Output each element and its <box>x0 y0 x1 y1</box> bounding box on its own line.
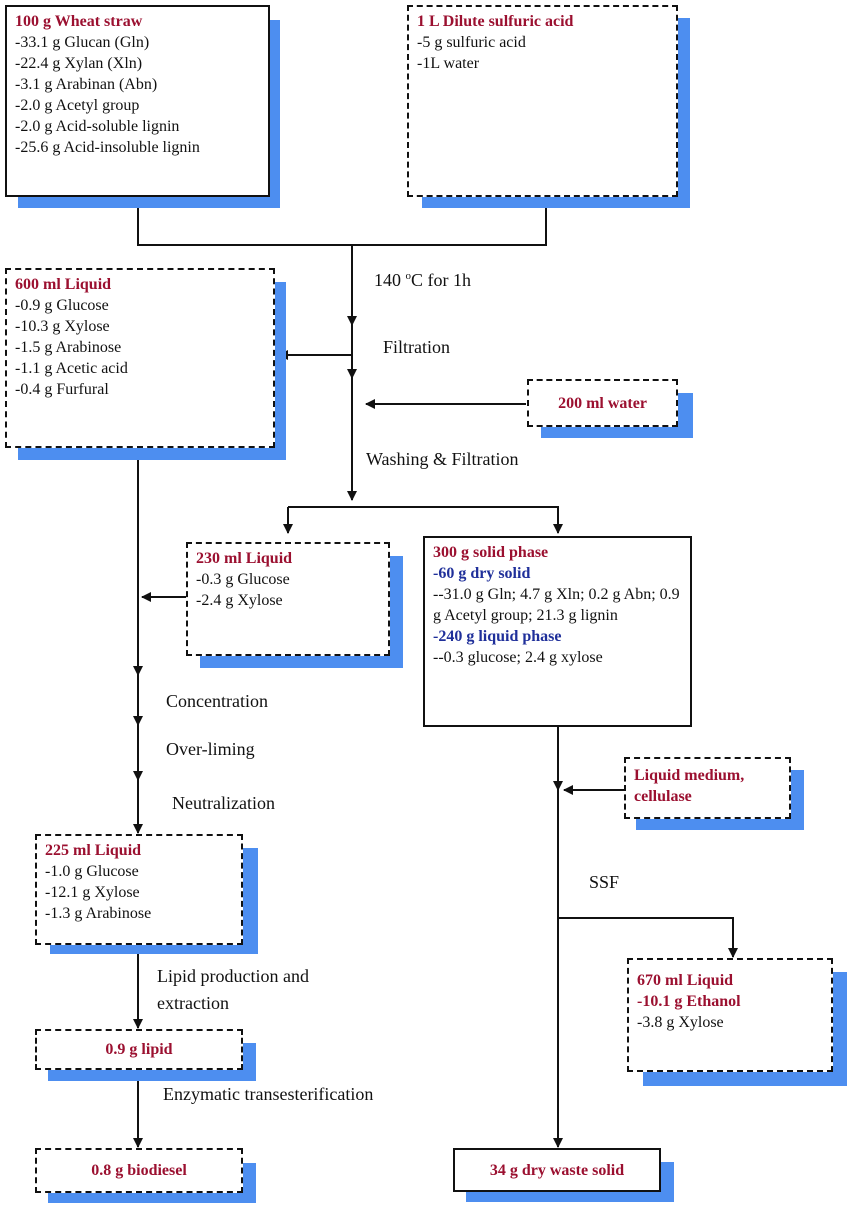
step-overliming: Over-liming <box>166 739 255 759</box>
liquid-600-box: 600 ml Liquid -0.9 g Glucose -10.3 g Xyl… <box>5 268 275 448</box>
dilute-acid-box: 1 L Dilute sulfuric acid -5 g sulfuric a… <box>407 5 678 197</box>
pretreatment-suffix: C for 1h <box>411 270 471 290</box>
step-concentration: Concentration <box>166 691 268 711</box>
wheat-straw-title: 100 g Wheat straw <box>15 13 143 30</box>
liquid-225-item: -12.1 g Xylose <box>45 884 140 901</box>
dilute-acid-item: -1L water <box>417 55 480 72</box>
liquid-225-item: -1.3 g Arabinose <box>45 905 152 922</box>
connector-feed-join <box>137 196 547 246</box>
wheat-straw-item: -2.0 g Acid-soluble lignin <box>15 118 180 135</box>
liquid-600-item: -0.4 g Furfural <box>15 381 109 398</box>
connector-split <box>287 506 559 532</box>
step-lipid-production-line-1: Lipid production and <box>157 966 309 986</box>
liquid-phase-subtitle: -240 g liquid phase <box>433 628 562 645</box>
wheat-straw-item: -22.4 g Xylan (Xln) <box>15 55 143 72</box>
step-ssf: SSF <box>589 872 620 892</box>
degree-sign: o <box>405 270 412 282</box>
liquid-600-item: -10.3 g Xylose <box>15 318 110 335</box>
liquid-230-box: 230 ml Liquid -0.3 g Glucose -2.4 g Xylo… <box>186 542 390 656</box>
liquid-670-item: -3.8 g Xylose <box>637 1014 724 1031</box>
liquid-600-item: -1.5 g Arabinose <box>15 339 122 356</box>
liquid-600-title: 600 ml Liquid <box>15 276 112 293</box>
pretreatment-prefix: 140 <box>374 270 406 290</box>
step-pretreatment: 140 oC for 1h <box>374 265 471 291</box>
dry-solid-composition: --31.0 g Gln; 4.7 g Xln; 0.2 g Abn; 0.9 … <box>433 586 680 624</box>
liquid-225-item: -1.0 g Glucose <box>45 863 139 880</box>
liquid-230-item: -2.4 g Xylose <box>196 592 283 609</box>
biodiesel-title: 0.8 g biodiesel <box>91 1162 187 1179</box>
liquid-600-item: -1.1 g Acetic acid <box>15 360 128 377</box>
biodiesel-box: 0.8 g biodiesel <box>35 1148 243 1193</box>
solid-300-box: 300 g solid phase -60 g dry solid --31.0… <box>423 536 692 727</box>
dry-solid-subtitle: -60 g dry solid <box>433 565 531 582</box>
liquid-670-box: 670 ml Liquid -10.1 g Ethanol -3.8 g Xyl… <box>627 958 833 1072</box>
liquid-230-item: -0.3 g Glucose <box>196 571 290 588</box>
liquid-230-title: 230 ml Liquid <box>196 550 293 567</box>
dilute-acid-item: -5 g sulfuric acid <box>417 34 526 51</box>
waste-box: 34 g dry waste solid <box>453 1148 661 1192</box>
medium-title-line-1: Liquid medium, <box>634 767 745 784</box>
liquid-600-item: -0.9 g Glucose <box>15 297 109 314</box>
lipid-title: 0.9 g lipid <box>105 1041 173 1058</box>
step-neutralization: Neutralization <box>172 793 275 813</box>
liquid-670-title: 670 ml Liquid <box>637 972 734 989</box>
step-filtration: Filtration <box>383 337 450 357</box>
medium-box: Liquid medium, cellulase <box>624 757 791 819</box>
connector-to-liquid-600 <box>278 325 353 360</box>
wheat-straw-item: -25.6 g Acid-insoluble lignin <box>15 139 200 156</box>
connector-to-liquid-670 <box>558 917 738 958</box>
step-transesterification: Enzymatic transesterification <box>163 1084 374 1104</box>
waste-title: 34 g dry waste solid <box>489 1161 625 1179</box>
step-washing-filtration: Washing & Filtration <box>366 449 519 469</box>
water-200-title: 200 ml water <box>558 394 647 412</box>
liquid-225-title: 225 ml Liquid <box>45 842 142 859</box>
solid-300-title: 300 g solid phase <box>433 544 549 561</box>
dilute-acid-title: 1 L Dilute sulfuric acid <box>417 13 574 30</box>
lipid-box: 0.9 g lipid <box>35 1029 243 1070</box>
water-200-box: 200 ml water <box>527 379 678 427</box>
wheat-straw-item: -2.0 g Acetyl group <box>15 97 140 114</box>
wheat-straw-item: -33.1 g Glucan (Gln) <box>15 34 150 51</box>
wheat-straw-item: -3.1 g Arabinan (Abn) <box>15 76 158 93</box>
liquid-225-box: 225 ml Liquid -1.0 g Glucose -12.1 g Xyl… <box>35 834 243 945</box>
liquid-phase-composition: --0.3 glucose; 2.4 g xylose <box>433 649 603 666</box>
step-lipid-production-line-2: extraction <box>157 993 229 1013</box>
wheat-straw-box: 100 g Wheat straw -33.1 g Glucan (Gln) -… <box>5 5 270 197</box>
medium-title-line-2: cellulase <box>634 788 692 805</box>
ethanol-amount: -10.1 g Ethanol <box>637 993 741 1010</box>
